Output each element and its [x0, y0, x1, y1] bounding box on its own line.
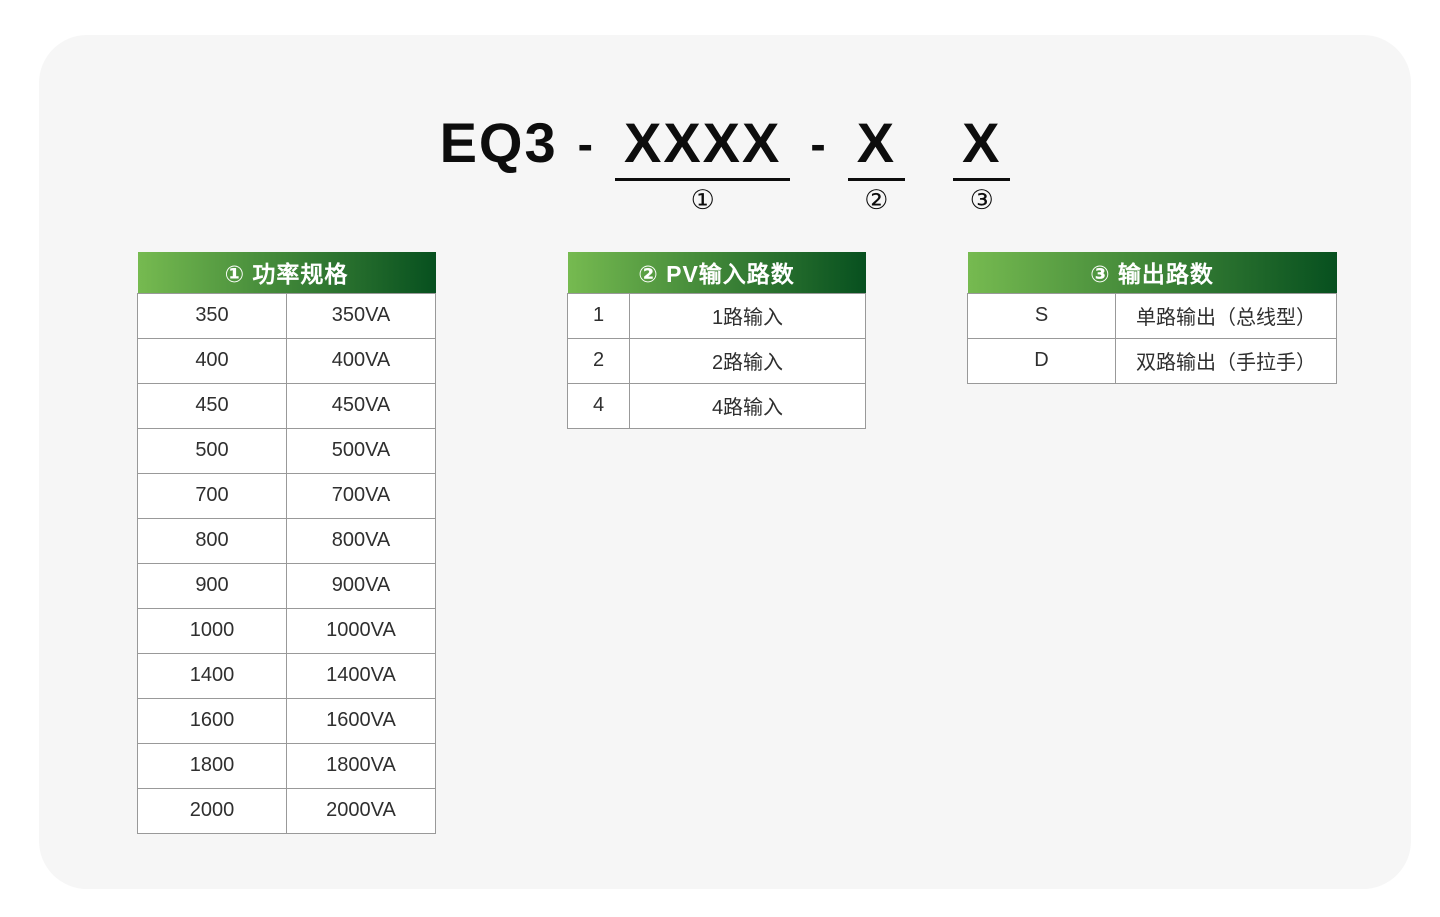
- power-spec-table-title: ① 功率规格: [137, 252, 436, 293]
- table-cell: 800VA: [286, 517, 436, 564]
- model-code-prefix: EQ3: [439, 111, 558, 174]
- table-cell: 1000VA: [286, 607, 436, 654]
- segment-text: XXXX: [614, 115, 791, 181]
- table-cell: 4: [567, 382, 630, 429]
- table-cell: D: [967, 337, 1116, 384]
- table-cell: 350VA: [286, 292, 436, 339]
- model-code-segment-power: XXXX ①: [614, 115, 791, 215]
- table-cell: 900: [137, 562, 287, 609]
- table-cell: 400VA: [286, 337, 436, 384]
- table-cell: 500VA: [286, 427, 436, 474]
- model-code-headline: EQ3 - XXXX ① - X ② X ③: [39, 115, 1411, 214]
- table-cell: 4路输入: [628, 382, 867, 429]
- table-cell: 2路输入: [628, 337, 867, 384]
- segment-text: X: [847, 115, 906, 181]
- table-cell: 800: [137, 517, 287, 564]
- table-cell: 400: [137, 337, 287, 384]
- table-cell: 1000: [137, 607, 287, 654]
- table-cell: 单路输出（总线型）: [1115, 292, 1337, 339]
- model-code-segment-pv-input: X ②: [847, 115, 906, 215]
- table-cell: 1600VA: [286, 697, 436, 744]
- table-cell: 2000VA: [286, 787, 436, 834]
- table-cell: 2000: [137, 787, 287, 834]
- table-cell: 350: [137, 292, 287, 339]
- table-header-row: ③ 输出路数: [967, 252, 1337, 293]
- circled-number-2: ②: [864, 185, 889, 215]
- table-cell: S: [967, 292, 1116, 339]
- table-cell: 1800: [137, 742, 287, 789]
- table-cell: 1路输入: [628, 292, 867, 339]
- table-cell: 1400: [137, 652, 287, 699]
- circled-number-3: ③: [969, 185, 994, 215]
- table-cell: 450VA: [286, 382, 436, 429]
- table-cell: 450: [137, 382, 287, 429]
- table-header-row: ② PV输入路数: [567, 252, 866, 293]
- table-cell: 900VA: [286, 562, 436, 609]
- model-code-separator: -: [577, 118, 595, 170]
- table-cell: 1400VA: [286, 652, 436, 699]
- table-cell: 1800VA: [286, 742, 436, 789]
- circled-number-1: ①: [690, 185, 715, 215]
- pv-input-table-title: ② PV输入路数: [567, 252, 866, 293]
- segment-text: X: [953, 115, 1011, 181]
- table-cell: 2: [567, 337, 630, 384]
- table-cell: 700: [137, 472, 287, 519]
- model-code-segment-output: X ③: [953, 115, 1011, 215]
- table-cell: 1600: [137, 697, 287, 744]
- model-code-separator: -: [810, 118, 828, 170]
- table-cell: 1: [567, 292, 630, 339]
- table-cell: 500: [137, 427, 287, 474]
- output-channel-table-title: ③ 输出路数: [967, 252, 1337, 293]
- table-cell: 双路输出（手拉手）: [1115, 337, 1337, 384]
- table-header-row: ① 功率规格: [137, 252, 436, 293]
- table-cell: 700VA: [286, 472, 436, 519]
